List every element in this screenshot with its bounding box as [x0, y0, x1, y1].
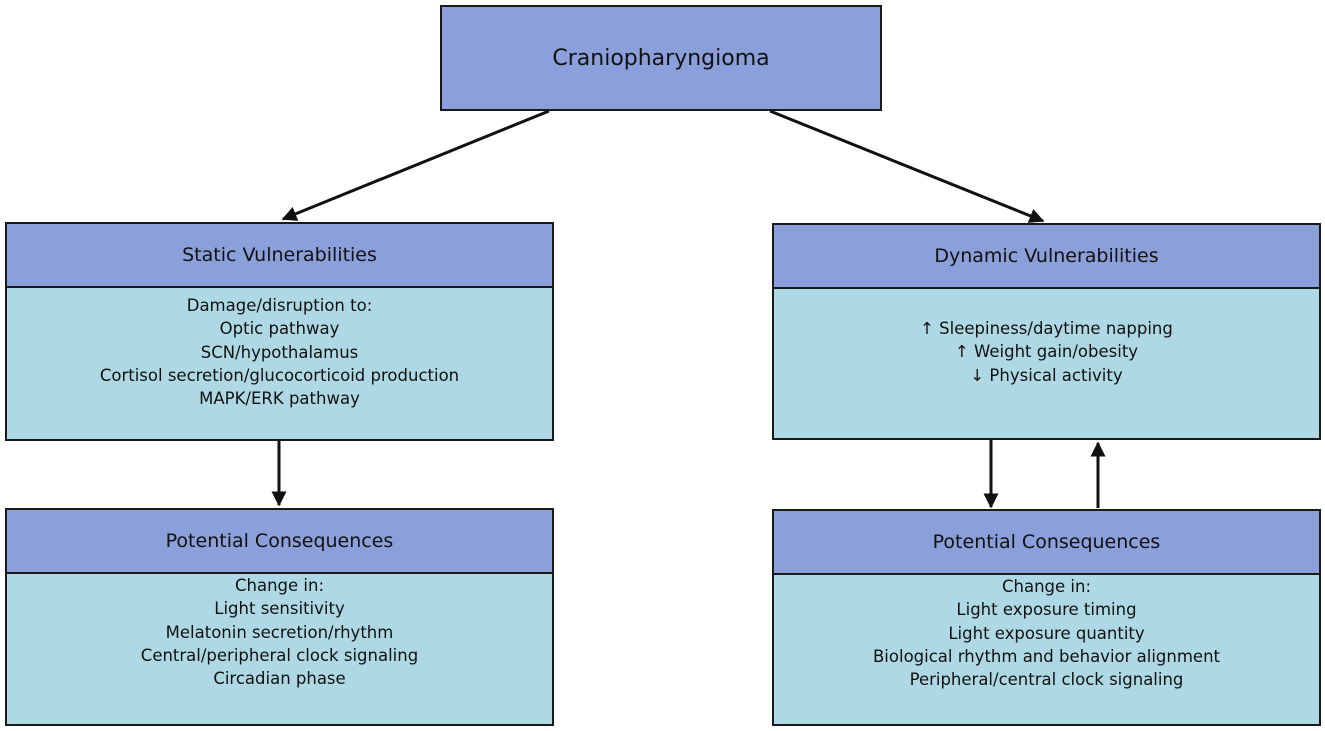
- dynamic-vulnerabilities-box: Dynamic Vulnerabilities ↑ Sleepiness/day…: [772, 223, 1321, 440]
- static-consequences-line: Central/peripheral clock signaling: [140, 645, 419, 665]
- arrow-root-to-static: [281, 109, 550, 221]
- dynamic-vulnerabilities-line: ↑ Weight gain/obesity: [954, 342, 1139, 362]
- static-vulnerabilities-title: Static Vulnerabilities: [182, 244, 377, 266]
- static-vulnerabilities-line: Optic pathway: [219, 319, 340, 339]
- dynamic-consequences-title: Potential Consequences: [932, 531, 1161, 553]
- dynamic-vulnerabilities-line: ↓ Physical activity: [970, 365, 1123, 385]
- dynamic-consequences-line: Light exposure quantity: [948, 623, 1145, 643]
- arrow-root-to-dynamic: [769, 109, 1045, 223]
- root-node: Craniopharyngioma: [440, 5, 882, 111]
- static-vulnerabilities-body: Damage/disruption to: Optic pathway SCN/…: [7, 288, 552, 439]
- dynamic-consequences-line: Change in:: [1001, 577, 1092, 596]
- static-consequences-line: Melatonin secretion/rhythm: [165, 622, 394, 642]
- dynamic-vulnerabilities-body: ↑ Sleepiness/daytime napping ↑ Weight ga…: [774, 289, 1319, 438]
- static-vulnerabilities-box: Static Vulnerabilities Damage/disruption…: [5, 222, 554, 441]
- dynamic-consequences-line: Light exposure timing: [956, 600, 1137, 620]
- dynamic-consequences-line: Biological rhythm and behavior alignment: [872, 646, 1221, 666]
- static-vulnerabilities-line: Damage/disruption to:: [186, 296, 373, 315]
- dynamic-vulnerabilities-line: ↑ Sleepiness/daytime napping: [920, 319, 1173, 338]
- static-consequences-body: Change in: Light sensitivity Melatonin s…: [7, 574, 552, 724]
- static-consequences-header: Potential Consequences: [7, 510, 552, 574]
- dynamic-consequences-body: Change in: Light exposure timing Light e…: [774, 575, 1319, 724]
- dynamic-consequences-line: Peripheral/central clock signaling: [909, 670, 1184, 690]
- dynamic-vulnerabilities-header: Dynamic Vulnerabilities: [774, 225, 1319, 289]
- static-vulnerabilities-line: MAPK/ERK pathway: [199, 389, 360, 409]
- static-consequences-title: Potential Consequences: [165, 530, 394, 552]
- dynamic-consequences-box: Potential Consequences Change in: Light …: [772, 509, 1321, 726]
- dynamic-consequences-header: Potential Consequences: [774, 511, 1319, 575]
- dynamic-vulnerabilities-title: Dynamic Vulnerabilities: [934, 245, 1159, 267]
- root-label: Craniopharyngioma: [552, 45, 770, 71]
- static-consequences-box: Potential Consequences Change in: Light …: [5, 508, 554, 726]
- static-vulnerabilities-line: Cortisol secretion/glucocorticoid produc…: [99, 365, 460, 385]
- static-vulnerabilities-header: Static Vulnerabilities: [7, 224, 552, 288]
- static-consequences-line: Circadian phase: [213, 669, 346, 689]
- static-consequences-line: Light sensitivity: [214, 599, 345, 619]
- static-consequences-line: Change in:: [234, 576, 325, 595]
- static-vulnerabilities-line: SCN/hypothalamus: [200, 342, 359, 362]
